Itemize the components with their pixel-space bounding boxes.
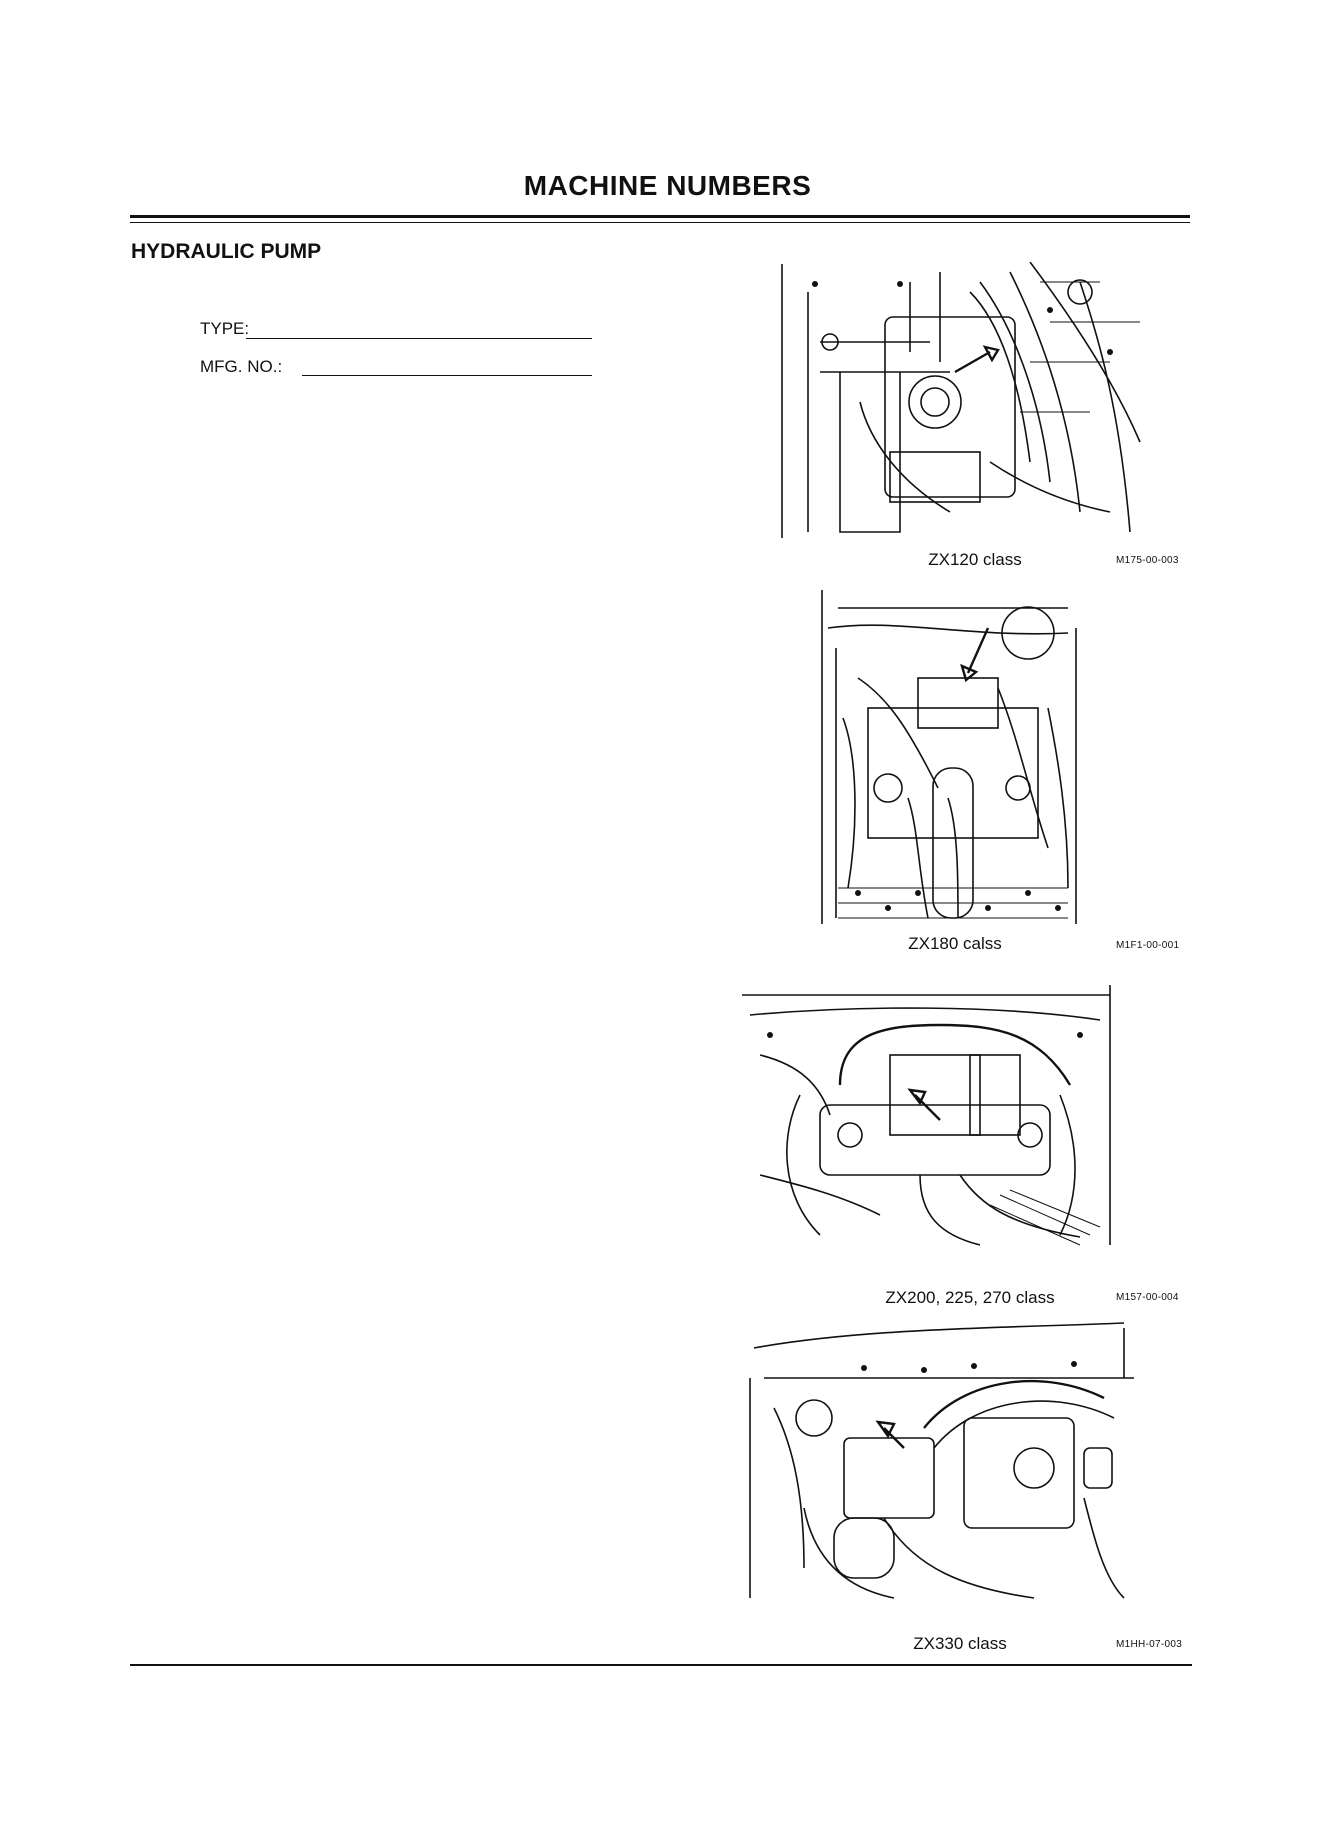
figure-zx120-code: M175-00-003 — [1116, 555, 1179, 566]
mfg-no-field-line[interactable] — [302, 375, 592, 376]
figure-zx330-illustration — [744, 1318, 1144, 1608]
hydraulic-pump-illustration-icon — [749, 1322, 1134, 1599]
header-rule-thin — [130, 222, 1190, 223]
type-field-label: TYPE: — [200, 319, 250, 338]
hydraulic-pump-illustration-icon — [742, 985, 1111, 1246]
figure-zx180-code: M1F1-00-001 — [1116, 940, 1180, 951]
hydraulic-pump-illustration-icon — [781, 262, 1141, 538]
figure-zx200-illustration — [740, 975, 1116, 1252]
figure-zx180-caption: ZX180 calss — [908, 934, 1002, 953]
figure-zx200-code: M157-00-004 — [1116, 1292, 1179, 1303]
figure-zx180-illustration — [818, 588, 1094, 928]
figure-zx120-caption: ZX120 class — [928, 550, 1022, 569]
mfg-no-field-label: MFG. NO.: — [200, 357, 283, 376]
figure-zx120-illustration — [780, 262, 1158, 540]
figure-zx330-code: M1HH-07-003 — [1116, 1639, 1183, 1650]
footer-rule — [130, 1664, 1192, 1666]
page-title: MACHINE NUMBERS — [523, 170, 812, 201]
type-field-line[interactable] — [246, 338, 592, 339]
figure-zx330-caption: ZX330 class — [913, 1634, 1007, 1653]
section-title: HYDRAULIC PUMP — [131, 240, 322, 263]
hydraulic-pump-illustration-icon — [821, 590, 1077, 924]
figure-zx200-caption: ZX200, 225, 270 class — [885, 1288, 1055, 1307]
header-rule-thick — [130, 215, 1190, 218]
